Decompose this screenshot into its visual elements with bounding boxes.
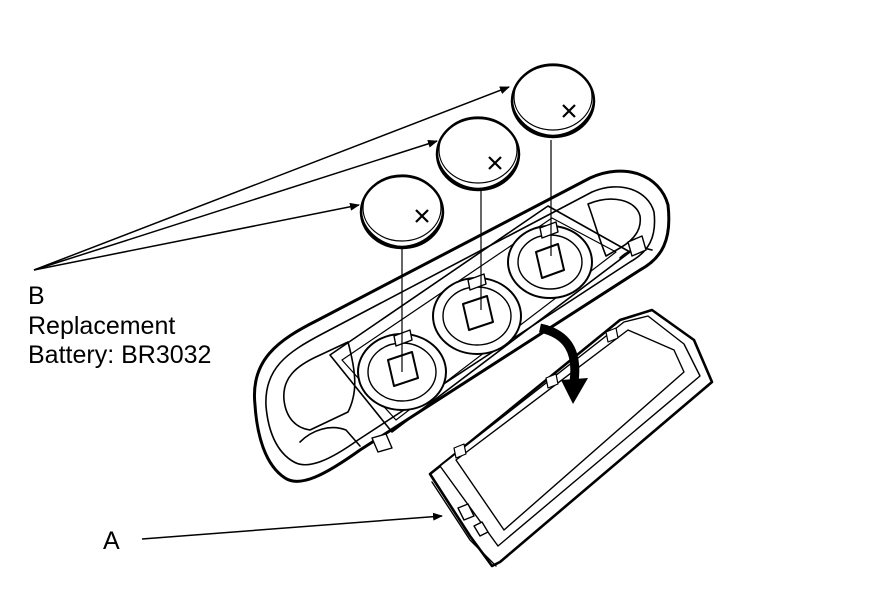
callout-b-arrows: [33, 86, 510, 271]
cover-window: [455, 329, 685, 531]
callout-a-letter: A: [103, 527, 120, 555]
battery-slot-3: [507, 221, 593, 299]
battery-cover-a: [428, 308, 714, 568]
callout-b-letter: B: [28, 282, 45, 310]
tray-left-pocket: [283, 341, 356, 431]
coin-battery-1: [359, 174, 445, 250]
tray-well-frame: [329, 205, 631, 433]
callout-b-description-line1: Replacement: [28, 312, 176, 340]
tray-right-pocket: [587, 198, 642, 257]
tray-inner-rim: [265, 186, 656, 466]
tray-lip-left: [299, 426, 361, 447]
coin-battery-3: [510, 63, 596, 139]
battery-slot-2: [432, 273, 522, 355]
curved-rotation-arrow: [538, 323, 588, 404]
battery-holder-tray: [252, 169, 671, 483]
battery-leader-lines: [401, 140, 552, 372]
callout-b-description-line2: Battery: BR3032: [28, 341, 212, 369]
callout-a-arrow: [141, 512, 443, 540]
coin-battery-2: [435, 116, 521, 192]
